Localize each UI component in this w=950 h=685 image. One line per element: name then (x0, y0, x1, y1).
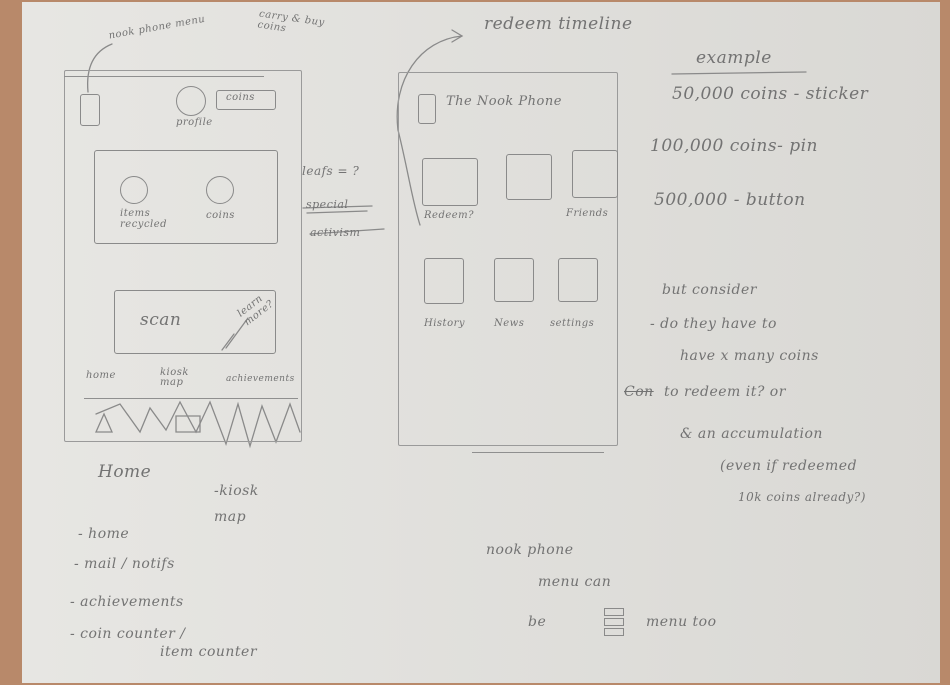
items-recycled-icon (120, 176, 148, 204)
home-list-item-3: - achievements (70, 594, 184, 610)
home-list-item-5: item counter (160, 644, 258, 660)
home-list-item-1: - home (78, 526, 130, 542)
app-settings[interactable] (558, 258, 598, 302)
leafs-note: leafs = ? (302, 164, 360, 178)
coins-label: coins (206, 210, 235, 221)
phone-top-divider (64, 76, 264, 77)
example-line-1: 50,000 coins - sticker (672, 84, 869, 104)
example-heading: example (696, 48, 772, 68)
stats-card (94, 150, 278, 244)
items-recycled-label: items recycled (120, 208, 168, 230)
app-friends[interactable] (572, 150, 618, 198)
special-note: special (306, 198, 349, 211)
profile-avatar[interactable] (176, 86, 206, 116)
hamburger-icon (604, 608, 624, 638)
home-caption: Home (98, 462, 152, 482)
bottom-note-line-1: nook phone (486, 542, 574, 558)
consider-line-3: have x many coins (680, 348, 819, 364)
app-news-label: News (494, 318, 525, 329)
nook-phone-title: The Nook Phone (446, 94, 562, 109)
nook-phone-menu-icon[interactable] (418, 94, 436, 124)
app-history[interactable] (424, 258, 464, 304)
redeem-timeline-annotation: redeem timeline (484, 14, 633, 34)
nav-kiosk-map[interactable]: kiosk map (160, 367, 189, 388)
home-list-item-4: - coin counter / (70, 626, 186, 642)
app-friends-label: Friends (566, 208, 609, 219)
sketch-paper (22, 2, 940, 683)
kiosk-map-caption: -kiosk map (214, 483, 259, 525)
consider-line-5: & an accumulation (680, 426, 823, 442)
app-redeem-label: Redeem? (424, 210, 475, 221)
example-line-2: 100,000 coins- pin (650, 136, 818, 156)
app-history-label: History (424, 318, 466, 329)
app-blank[interactable] (506, 154, 552, 200)
consider-struck-word: Con (624, 384, 654, 400)
consider-line-7: 10k coins already?) (738, 490, 866, 504)
home-screen-phone-sketch (64, 70, 302, 442)
scan-label: scan (140, 310, 182, 330)
consider-line-4: to redeem it? or (664, 384, 786, 400)
activism-note: activism (310, 226, 361, 239)
phone-bottom-divider (472, 452, 604, 453)
example-line-3: 500,000 - button (654, 190, 806, 210)
nook-phone-sketch (398, 72, 618, 446)
nav-home[interactable]: home (86, 370, 116, 381)
nav-achievements[interactable]: achievements (226, 374, 295, 384)
consider-line-6: (even if redeemed (720, 458, 858, 474)
bottom-note-line-3-start: be (528, 614, 547, 630)
app-redeem[interactable] (422, 158, 478, 206)
app-news[interactable] (494, 258, 534, 302)
bottom-note-line-3-end: menu too (646, 614, 717, 630)
coins-icon (206, 176, 234, 204)
app-settings-label: settings (550, 318, 595, 329)
coins-badge (216, 90, 276, 110)
scan-button[interactable] (114, 290, 276, 354)
profile-label: profile (176, 117, 213, 128)
coins-badge-label: coins (226, 92, 255, 103)
bottom-note-line-2: menu can (538, 574, 612, 590)
home-list-item-2: - mail / notifs (74, 556, 175, 572)
consider-line-2: - do they have to (650, 316, 777, 332)
nav-divider (84, 398, 298, 399)
menu-icon[interactable] (80, 94, 100, 126)
consider-line-1: but consider (662, 282, 757, 298)
